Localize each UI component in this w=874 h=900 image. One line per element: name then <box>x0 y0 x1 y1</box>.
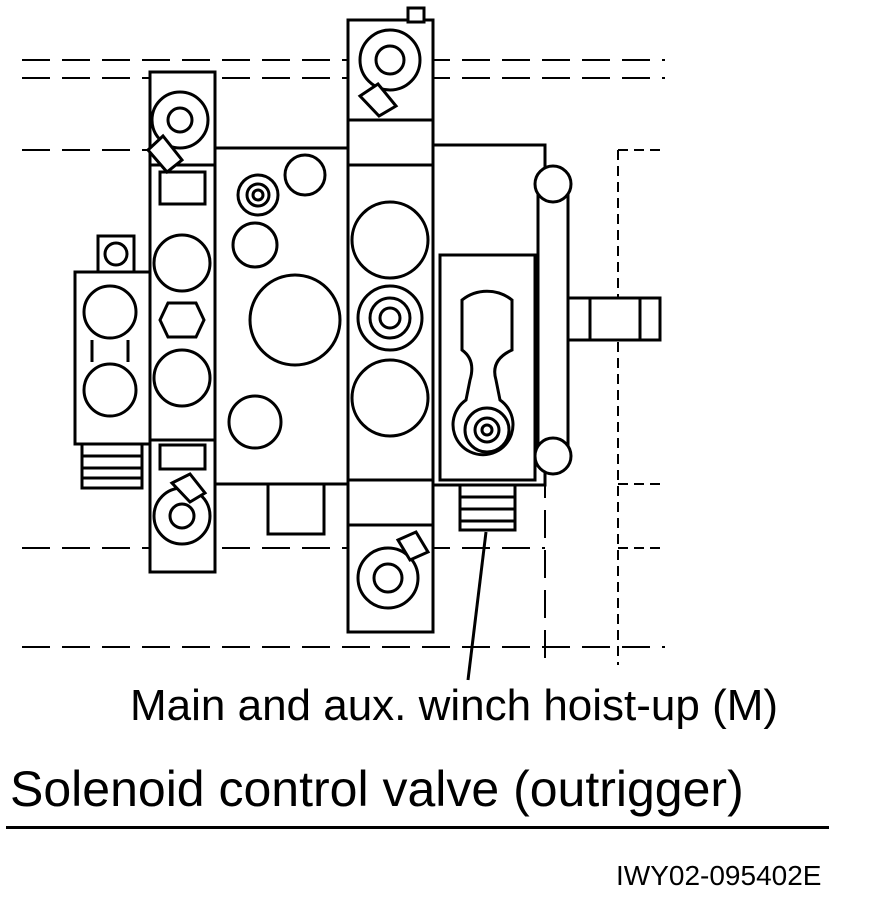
main-body-block <box>213 146 352 536</box>
callout-leader <box>466 531 488 681</box>
left-valve-section <box>73 234 152 490</box>
port-callout-label: Main and aux. winch hoist-up (M) <box>130 681 779 730</box>
diagram-title: Solenoid control valve (outrigger) <box>10 761 744 817</box>
title-underline <box>6 826 829 829</box>
central-valve-section <box>346 6 435 634</box>
right-valve-block <box>431 143 662 532</box>
second-valve-section <box>145 70 217 574</box>
figure-code: IWY02-095402E <box>616 860 822 891</box>
